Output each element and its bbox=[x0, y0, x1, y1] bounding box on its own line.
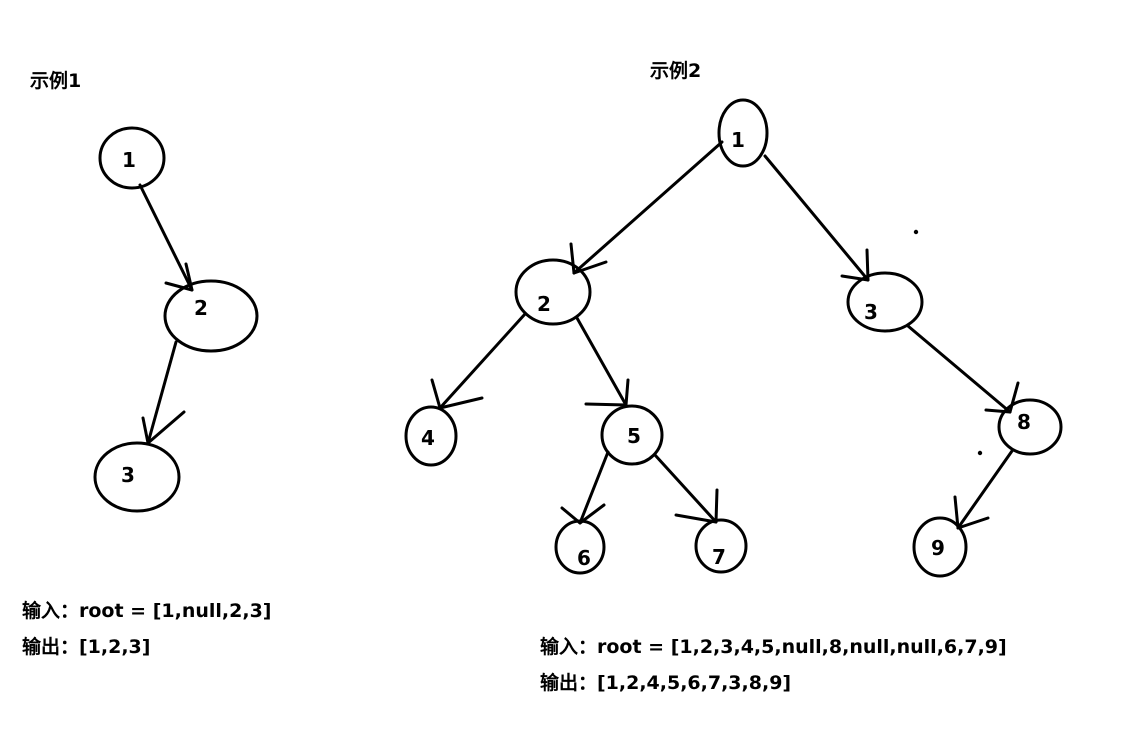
example2-output: 输出：[1,2,4,5,6,7,3,8,9] bbox=[540, 672, 792, 694]
ex1-arrowhead-3 bbox=[141, 410, 186, 445]
ex2-node-4-circle bbox=[404, 405, 458, 467]
example2-title: 示例2 bbox=[650, 60, 702, 82]
example1-title: 示例1 bbox=[30, 70, 82, 92]
ex2-node-2-circle bbox=[514, 258, 592, 326]
stray-dot bbox=[913, 229, 919, 235]
ex2-arrowhead-7 bbox=[674, 488, 719, 524]
ex2-node-5-circle bbox=[600, 404, 664, 466]
ex2-node-label: 6 bbox=[577, 546, 591, 570]
ex1-node-1-circle bbox=[98, 126, 166, 190]
ex1-node-3-circle bbox=[93, 441, 181, 513]
ex1-node-label: 3 bbox=[121, 463, 135, 487]
ex1-node-label: 1 bbox=[122, 148, 136, 172]
ex2-node-1-circle bbox=[717, 98, 769, 168]
ex1-edge-2-3 bbox=[146, 340, 178, 445]
ex1-node-label: 2 bbox=[194, 296, 208, 320]
ex2-node-label: 4 bbox=[421, 426, 435, 450]
ex2-edge-5-6 bbox=[578, 450, 610, 525]
ex2-edge-5-7 bbox=[653, 453, 718, 524]
ex2-edge-2-4 bbox=[438, 312, 527, 410]
example1-input: 输入：root = [1,null,2,3] bbox=[22, 600, 272, 622]
example1-tree bbox=[93, 126, 259, 513]
ex2-node-7-circle bbox=[694, 518, 748, 574]
ex2-node-3-circle bbox=[846, 271, 924, 333]
ex1-edge-1-2 bbox=[138, 183, 194, 292]
ex2-node-label: 9 bbox=[931, 536, 945, 560]
ex2-arrowhead-4 bbox=[430, 378, 484, 410]
ex2-edge-1-3 bbox=[763, 154, 870, 282]
ex2-edge-8-9 bbox=[956, 449, 1014, 530]
ex2-node-label: 2 bbox=[537, 292, 551, 316]
ex2-edge-2-5 bbox=[575, 316, 628, 407]
ex2-node-8-circle bbox=[997, 398, 1063, 456]
stray-marks bbox=[913, 229, 983, 456]
stray-dot bbox=[977, 450, 983, 456]
ex2-node-label: 7 bbox=[712, 545, 726, 569]
ex2-node-label: 8 bbox=[1017, 410, 1031, 434]
ex2-arrowhead-8 bbox=[984, 381, 1020, 414]
example2-input: 输入：root = [1,2,3,4,5,null,8,null,null,6,… bbox=[540, 636, 1007, 658]
example1-output: 输出：[1,2,3] bbox=[22, 636, 151, 658]
ex2-edge-3-8 bbox=[906, 324, 1012, 414]
ex2-node-label: 1 bbox=[731, 128, 745, 152]
ex1-arrowhead-2 bbox=[164, 262, 194, 292]
ex2-arrowhead-3 bbox=[840, 248, 870, 282]
ex2-node-label: 3 bbox=[864, 300, 878, 324]
ex2-edge-1-2 bbox=[572, 140, 724, 275]
ex2-arrowhead-2 bbox=[569, 242, 608, 275]
ex2-arrowhead-9 bbox=[953, 495, 990, 530]
ex2-arrowhead-6 bbox=[560, 503, 606, 525]
ex2-node-9-circle bbox=[912, 516, 968, 578]
ex2-node-label: 5 bbox=[627, 424, 641, 448]
ex2-arrowhead-5 bbox=[584, 378, 630, 407]
ex1-node-2-circle bbox=[163, 279, 259, 353]
example2-tree bbox=[404, 98, 1063, 578]
